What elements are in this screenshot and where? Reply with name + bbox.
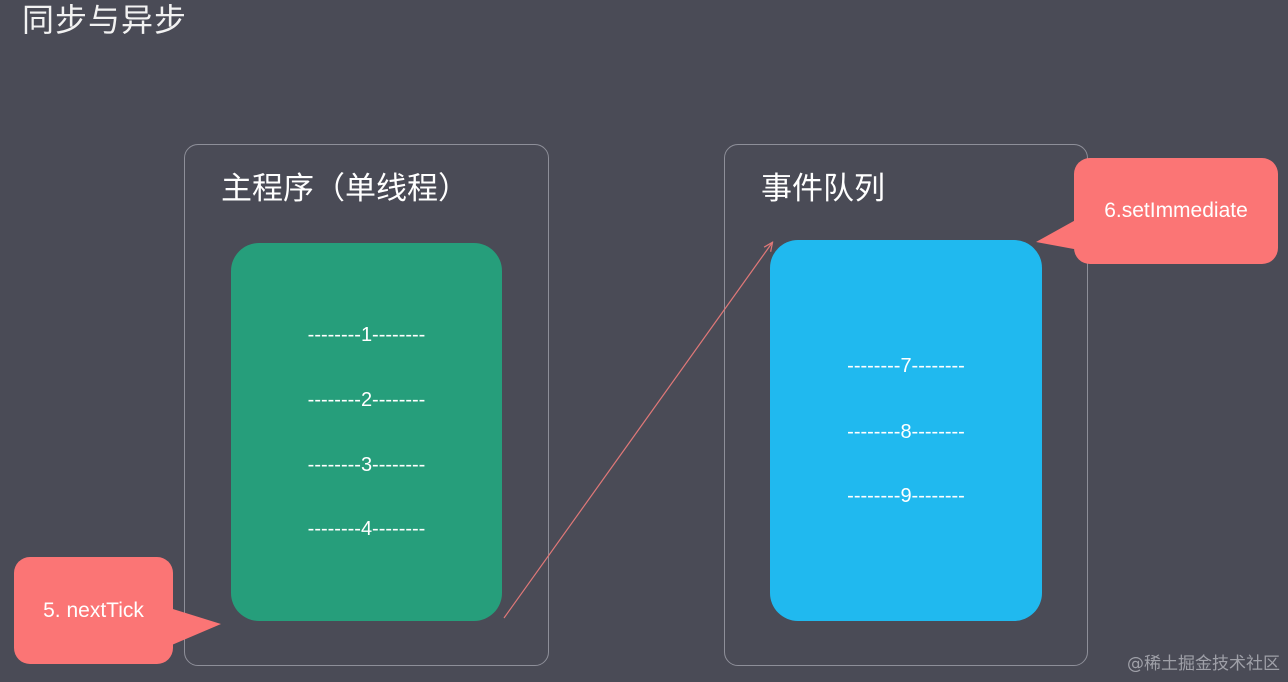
main-item-2: --------2-------- <box>307 389 426 411</box>
set-immediate-label: 6.setImmediate <box>1104 199 1248 222</box>
next-tick-callout: 5. nextTick <box>14 557 173 664</box>
slide-title: 同步与异步 <box>22 1 188 39</box>
watermark: @稀土掘金技术社区 <box>1127 654 1280 674</box>
main-item-3: --------3-------- <box>307 454 426 476</box>
main-program-title: 主程序（单线程） <box>221 171 469 207</box>
main-item-4: --------4-------- <box>307 518 426 540</box>
event-queue-title: 事件队列 <box>761 171 885 207</box>
queue-item-8: --------8-------- <box>847 421 965 443</box>
event-queue-stack: --------7-------- --------8-------- ----… <box>770 240 1042 621</box>
set-immediate-callout: 6.setImmediate <box>1074 158 1278 264</box>
queue-item-9: --------9-------- <box>847 485 965 507</box>
main-program-stack: --------1-------- --------2-------- ----… <box>231 243 502 621</box>
next-tick-label: 5. nextTick <box>43 598 144 622</box>
main-program-panel: 主程序（单线程） <box>184 144 549 666</box>
queue-item-7: --------7-------- <box>847 355 965 377</box>
main-item-1: --------1-------- <box>307 324 426 346</box>
